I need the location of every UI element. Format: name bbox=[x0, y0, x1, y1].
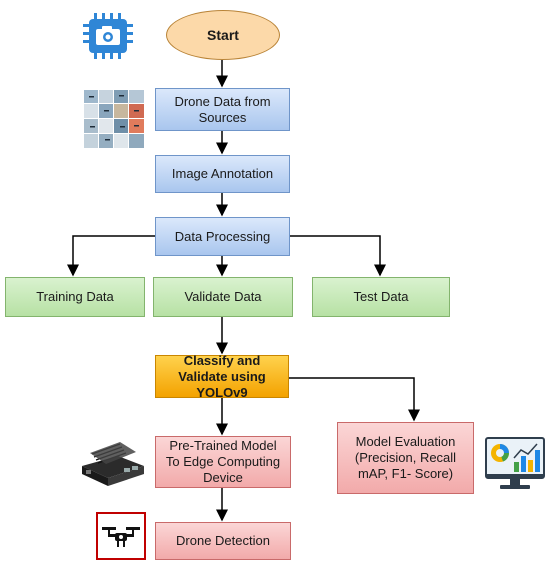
test-data-node: Test Data bbox=[312, 277, 450, 317]
pretrained-model-node: Pre-Trained Model To Edge Computing Devi… bbox=[155, 436, 291, 488]
start-node: Start bbox=[166, 10, 280, 60]
drone-detection-node: Drone Detection bbox=[155, 522, 291, 560]
analytics-monitor-icon bbox=[485, 437, 545, 489]
data-processing-node: Data Processing bbox=[155, 217, 290, 256]
arrow-processing-to-training bbox=[67, 235, 155, 277]
edge-device-icon bbox=[82, 442, 144, 486]
drone-image-grid-icon bbox=[84, 90, 144, 148]
model-evaluation-node: Model Evaluation (Precision, Recall mAP,… bbox=[337, 422, 474, 494]
training-data-node: Training Data bbox=[5, 277, 145, 317]
camera-chip-icon bbox=[83, 13, 133, 59]
arrow-processing-to-test bbox=[290, 235, 386, 277]
classify-validate-node: Classify and Validate using YOLOv9 bbox=[155, 353, 289, 400]
drone-data-node: Drone Data from Sources bbox=[155, 88, 290, 131]
image-annotation-node: Image Annotation bbox=[155, 155, 290, 193]
arrow-classify-to-evaluation bbox=[289, 377, 420, 422]
drone-icon bbox=[96, 512, 146, 560]
validate-data-node: Validate Data bbox=[153, 277, 293, 317]
